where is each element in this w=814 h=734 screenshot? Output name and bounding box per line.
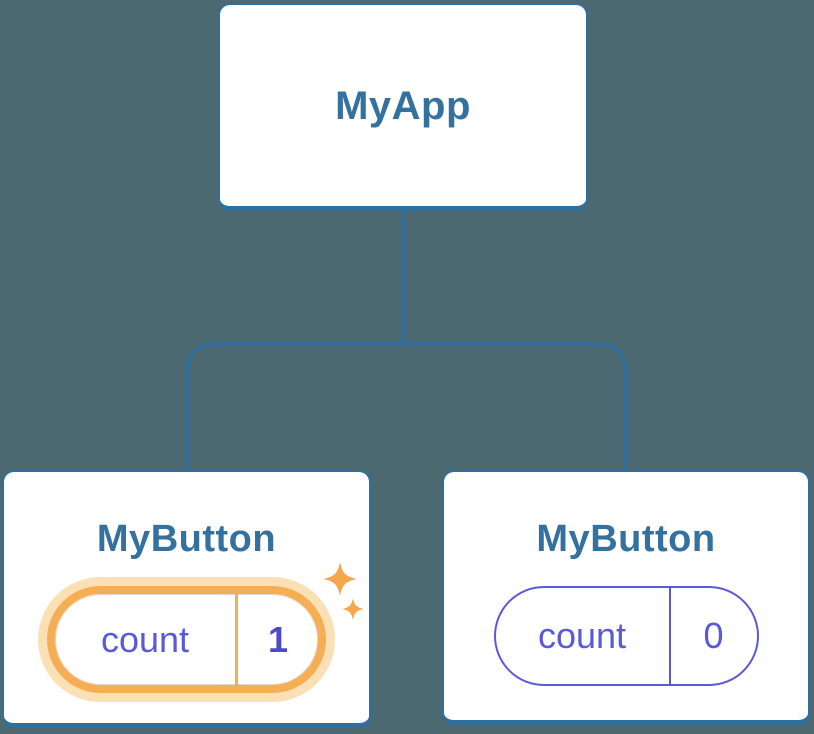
component-node-mybutton-left: MyButton count 1 bbox=[2, 470, 371, 728]
state-value: 0 bbox=[703, 615, 724, 656]
component-node-mybutton-right: MyButton count 0 bbox=[442, 470, 810, 725]
node-label: MyApp bbox=[335, 83, 471, 128]
state-badge-divider bbox=[235, 594, 238, 685]
state-badge: count 0 bbox=[493, 586, 759, 686]
sparkle-icon bbox=[323, 562, 357, 596]
state-key-label: count bbox=[537, 615, 627, 656]
connector-bracket bbox=[185, 342, 628, 471]
state-badge-divider bbox=[668, 588, 671, 684]
state-key-label: count bbox=[100, 618, 190, 660]
state-value: 1 bbox=[267, 618, 289, 660]
node-label: MyButton bbox=[96, 518, 277, 560]
component-node-myapp: MyApp bbox=[218, 3, 588, 211]
sparkle-icon bbox=[342, 598, 364, 620]
state-badge-highlighted: count 1 bbox=[47, 586, 326, 693]
node-label: MyButton bbox=[536, 518, 716, 560]
